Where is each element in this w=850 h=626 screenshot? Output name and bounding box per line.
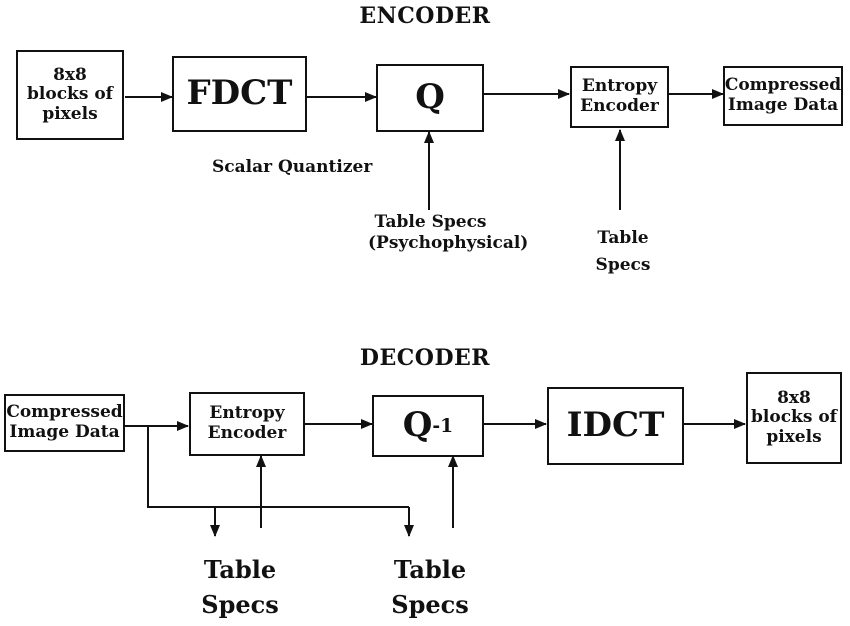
entropy-table-specs-label: Table Specs [595, 228, 651, 276]
decoder-output-box: 8x8 blocks of pixels [746, 372, 842, 464]
encoder-entropy-box: Entropy Encoder [570, 66, 669, 128]
decoder-table-specs-right-label: Table Specs [391, 555, 469, 619]
branch-line [147, 426, 409, 508]
encoder-output-box: Compressed Image Data [723, 66, 843, 126]
decoder-table-specs-left-label: Table Specs [201, 555, 279, 619]
encoder-title: ENCODER [359, 3, 491, 29]
quant-table-specs-label: Table Specs (Psychophysical) [368, 212, 529, 254]
decoder-input-box: Compressed Image Data [4, 394, 125, 452]
decoder-title: DECODER [359, 345, 491, 371]
quantizer-box: Q [376, 64, 484, 132]
idct-box: IDCT [547, 387, 684, 465]
scalar-quantizer-label: Scalar Quantizer [212, 157, 373, 177]
dequantizer-base: Q [402, 405, 433, 446]
dequantizer-box: Q-1 [372, 395, 484, 457]
decoder-entropy-box: Entropy Encoder [189, 392, 305, 456]
fdct-box: FDCT [172, 56, 307, 132]
encoder-input-box: 8x8 blocks of pixels [16, 50, 124, 140]
